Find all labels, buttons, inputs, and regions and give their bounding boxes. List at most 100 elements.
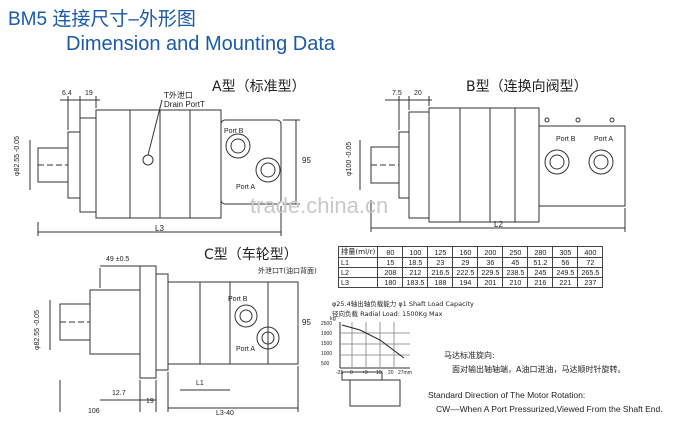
view-a-shaft-dia: φ82.55 -0.05 xyxy=(14,136,21,176)
rotation-cn-title: 马达标准旋向: xyxy=(444,351,495,360)
cell: 56 xyxy=(552,257,579,268)
spec-table-row: L3 180 183.5 188 194 201 210 216 221 237 xyxy=(337,277,604,288)
view-b-shaft-dia: φ100 -0.05 xyxy=(346,141,353,176)
cell: 229.5 xyxy=(477,267,504,278)
view-c-dim-l3-40: L3-40 xyxy=(216,410,234,417)
load-chart-caption-1: φ25.4轴出轴负载能力 φ1 Shaft Load Capacity xyxy=(332,300,474,308)
spec-col: 250 xyxy=(502,246,529,258)
cell: 15 xyxy=(377,257,404,268)
watermark: trade.china.cn xyxy=(250,193,389,218)
load-chart-x-tick: 20 xyxy=(388,370,394,376)
spec-col: 280 xyxy=(527,246,554,258)
spec-table: 排量(ml/r) 80 100 125 160 200 250 280 305 … xyxy=(337,246,604,288)
load-chart-y-tick: 1900 xyxy=(321,331,333,337)
view-b-port-b: Port B xyxy=(556,136,576,143)
view-a-port-a: Port A xyxy=(236,184,256,191)
rotation-en-text: CW––When A Port Pressurized,Viewed From … xyxy=(436,404,663,414)
view-c-port-b: Port B xyxy=(228,296,248,303)
cell: 36 xyxy=(477,257,504,268)
spec-table-row: L2 208 212 216.5 222.5 229.5 238.5 245 2… xyxy=(337,267,604,278)
cell: 265.5 xyxy=(577,267,604,278)
load-chart-y-tick: 1000 xyxy=(321,351,333,357)
cell: 18.5 xyxy=(402,257,429,268)
cell: 237 xyxy=(577,277,604,288)
load-chart-caption-2: 径向负载 Radial Load: 1500Kg Max xyxy=(332,310,443,318)
view-c-dim-l1: L1 xyxy=(196,380,204,387)
view-c-dim-49: 49 ±0.5 xyxy=(106,256,130,263)
view-b-label: B型（连换向阀型） xyxy=(466,79,588,95)
load-chart-y-tick: 1500 xyxy=(321,341,333,347)
view-a-dim-6-4: 6.4 xyxy=(62,90,72,97)
view-c-drawing xyxy=(49,265,299,412)
cell: 212 xyxy=(402,267,429,278)
spec-col: 160 xyxy=(452,246,479,258)
cell: 216 xyxy=(527,277,554,288)
view-a-drawing xyxy=(29,96,300,236)
cell: 222.5 xyxy=(452,267,479,278)
cell: 221 xyxy=(552,277,579,288)
rotation-cn-text: 面对输出轴轴端，A油口进油，马达顺时针旋转。 xyxy=(452,365,626,374)
spec-col: 125 xyxy=(427,246,454,258)
load-chart-drawing xyxy=(339,322,410,407)
view-b-dim-l2: L2 xyxy=(494,220,503,229)
spec-col: 100 xyxy=(402,246,429,258)
spec-col: 80 xyxy=(377,246,404,258)
spec-table-header-label: 排量(ml/r) xyxy=(337,246,379,258)
load-chart-x-tick: 0 xyxy=(350,370,353,376)
view-b-dim-20: 20 xyxy=(414,90,422,97)
view-c-label: C型（车轮型） xyxy=(204,247,298,263)
title-chinese: BM5 连接尺寸–外形图 xyxy=(8,9,196,30)
view-c-dim-95: 95 xyxy=(302,318,311,327)
view-c-port-a: Port A xyxy=(236,346,256,353)
load-chart-y-unit: kg xyxy=(330,316,336,322)
cell: 51.2 xyxy=(527,257,554,268)
row-label: L1 xyxy=(337,257,379,268)
rotation-en-title: Standard Direction of The Motor Rotation… xyxy=(428,390,586,400)
load-chart-x-tick: 27mm xyxy=(398,370,412,376)
view-c-dim-19: 19 xyxy=(146,398,154,405)
view-a-label: A型（标准型） xyxy=(212,79,306,95)
cell: 29 xyxy=(452,257,479,268)
cell: 194 xyxy=(452,277,479,288)
cell: 183.5 xyxy=(402,277,429,288)
cell: 216.5 xyxy=(427,267,454,278)
view-c-shaft-dia: φ82.55 -0.05 xyxy=(34,310,41,350)
title-english: Dimension and Mounting Data xyxy=(66,33,336,55)
view-b-dim-7-5: 7.5 xyxy=(392,90,402,97)
row-label: L3 xyxy=(337,277,379,288)
view-b-drawing xyxy=(359,96,626,232)
cell: 23 xyxy=(427,257,454,268)
cell: 238.5 xyxy=(502,267,529,278)
cell: 208 xyxy=(377,267,404,278)
cell: 201 xyxy=(477,277,504,288)
load-chart-y-tick: 2500 xyxy=(321,321,333,327)
cell: 249.5 xyxy=(552,267,579,278)
view-c-dim-12-7: 12.7 xyxy=(112,390,126,397)
spec-table-row: L1 15 18.5 23 29 36 45 51.2 56 72 xyxy=(337,257,604,268)
load-chart-x-tick: -25 xyxy=(336,370,344,376)
spec-col: 400 xyxy=(577,246,604,258)
view-a-dim-95: 95 xyxy=(302,156,311,165)
cell: 210 xyxy=(502,277,529,288)
view-a-drain-cn: T外泄口 xyxy=(164,91,193,100)
load-chart-y-tick: 500 xyxy=(321,361,330,367)
spec-col: 305 xyxy=(552,246,579,258)
row-label: L2 xyxy=(337,267,379,278)
view-a-dim-19: 19 xyxy=(85,90,93,97)
spec-table-header-row: 排量(ml/r) 80 100 125 160 200 250 280 305 … xyxy=(337,246,604,258)
cell: 72 xyxy=(577,257,604,268)
view-a-port-b: Port B xyxy=(224,128,244,135)
view-b-port-a: Port A xyxy=(594,136,614,143)
view-a-dim-l3: L3 xyxy=(155,224,164,233)
spec-col: 200 xyxy=(477,246,504,258)
load-chart-x-tick: 10 xyxy=(376,370,382,376)
cell: 45 xyxy=(502,257,529,268)
view-a-drain-en: Drain PortT xyxy=(164,100,205,109)
load-chart-x-tick: +0 xyxy=(362,370,368,376)
view-c-drain: 外泄口T(油口背面) xyxy=(258,267,317,275)
view-c-dim-106: 106 xyxy=(88,408,100,415)
cell: 188 xyxy=(427,277,454,288)
cell: 180 xyxy=(377,277,404,288)
cell: 245 xyxy=(527,267,554,278)
